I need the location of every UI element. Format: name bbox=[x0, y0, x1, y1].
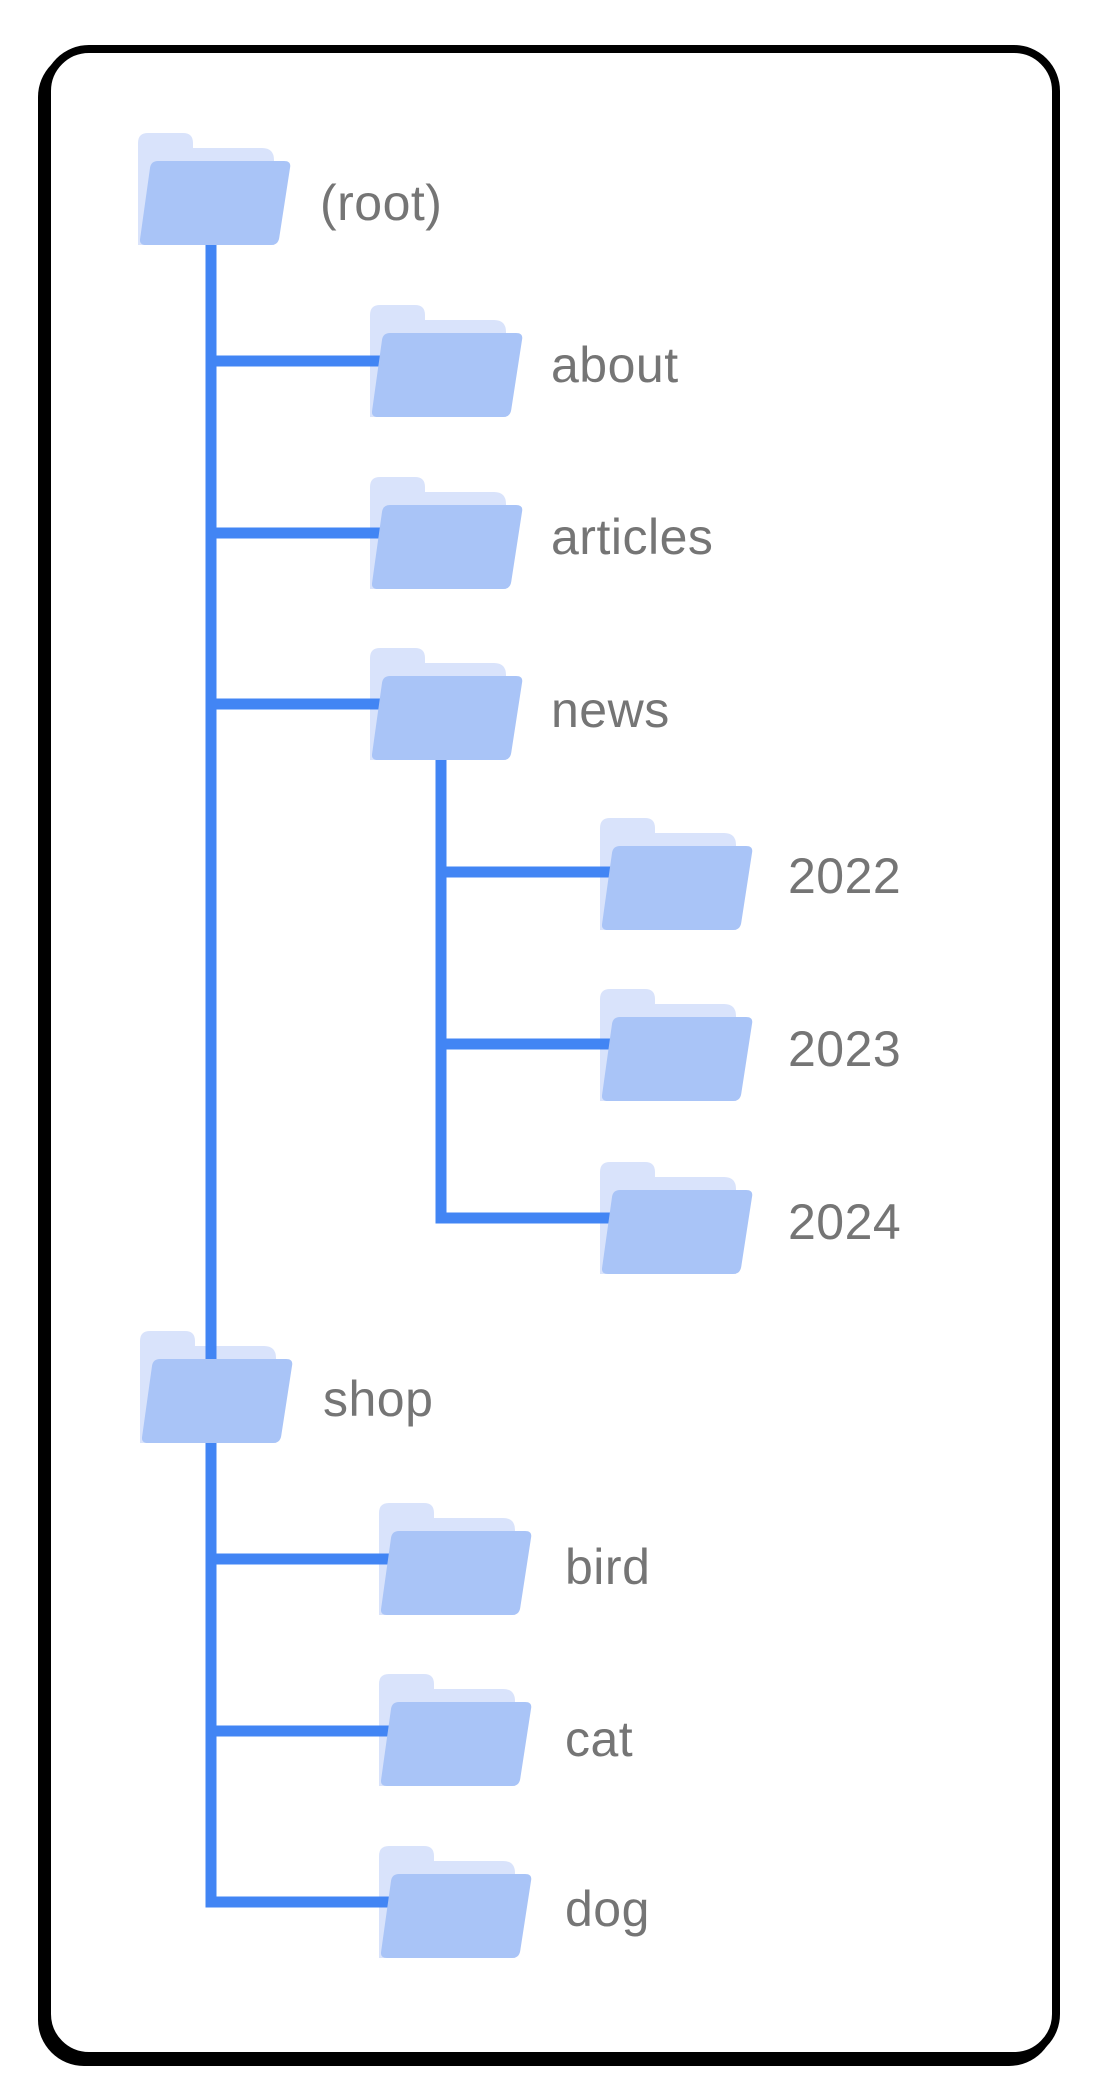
folder-icon-2022 bbox=[601, 846, 753, 930]
label-cat: cat bbox=[565, 1711, 634, 1767]
folder-icon-2024 bbox=[601, 1190, 753, 1274]
folder-icon-2023 bbox=[601, 1017, 753, 1101]
connector-trunk-news bbox=[435, 752, 660, 1224]
folder-icon-news bbox=[371, 676, 523, 760]
label-dog: dog bbox=[565, 1881, 650, 1937]
folder-icon-bird bbox=[380, 1531, 532, 1615]
connector-trunk-root bbox=[205, 235, 440, 1908]
label-2022: 2022 bbox=[788, 848, 902, 904]
label-about: about bbox=[551, 337, 679, 393]
label-root: (root) bbox=[320, 175, 443, 231]
folder-icon-about bbox=[371, 333, 523, 417]
folder-icon-root bbox=[139, 161, 291, 245]
label-news: news bbox=[551, 682, 670, 738]
label-articles: articles bbox=[551, 509, 714, 565]
label-shop: shop bbox=[323, 1371, 434, 1427]
label-2023: 2023 bbox=[788, 1021, 902, 1077]
folder-icon-articles bbox=[371, 505, 523, 589]
folder-icon-shop bbox=[141, 1359, 293, 1443]
folder-icon-cat bbox=[380, 1702, 532, 1786]
label-bird: bird bbox=[565, 1539, 651, 1595]
folder-icon-dog bbox=[380, 1874, 532, 1958]
connector-lines bbox=[205, 235, 660, 1908]
label-2024: 2024 bbox=[788, 1194, 902, 1250]
